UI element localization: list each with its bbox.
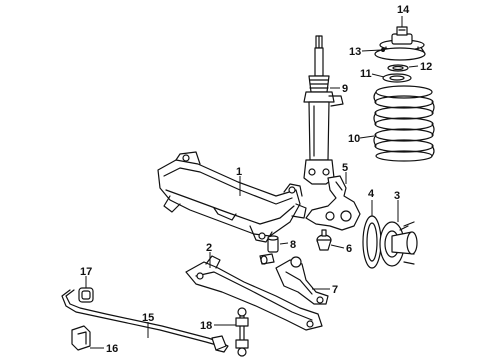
part-13-mount-plate <box>374 47 426 61</box>
callout-17: 17 <box>80 266 92 278</box>
callout-16: 16 <box>106 343 118 355</box>
callout-9: 9 <box>342 83 348 95</box>
part-16-bushing-bracket <box>71 325 91 351</box>
part-12-bearing <box>387 64 409 72</box>
callout-3: 3 <box>394 190 400 202</box>
callout-7: 7 <box>332 284 338 296</box>
part-18-stabilizer-link <box>235 307 249 357</box>
callout-18: 18 <box>200 320 212 332</box>
part-8-bushing <box>259 235 279 265</box>
part-6-ball-joint <box>316 229 332 251</box>
part-4-rotor <box>362 215 382 269</box>
part-11-spring-seat <box>382 73 412 83</box>
part-1-subframe <box>157 151 307 243</box>
callout-10: 10 <box>348 133 360 145</box>
callout-14: 14 <box>397 4 410 16</box>
callout-4: 4 <box>368 188 375 200</box>
part-15-stabilizer-bar <box>61 289 229 353</box>
part-17-stabilizer-bushing <box>78 287 94 303</box>
callout-1: 1 <box>236 166 242 178</box>
callout-2: 2 <box>206 242 212 254</box>
part-3-hub <box>379 221 418 267</box>
part-7-control-arm <box>275 256 329 305</box>
callout-5: 5 <box>342 162 348 174</box>
part-2-brace <box>185 255 323 331</box>
callout-15: 15 <box>142 312 154 324</box>
part-9-strut <box>303 35 344 185</box>
part-10-coil-spring <box>373 85 435 162</box>
callout-8: 8 <box>290 239 296 251</box>
callout-12: 12 <box>420 61 432 73</box>
callout-6: 6 <box>346 243 352 255</box>
part-5-knuckle <box>305 175 361 231</box>
callout-11: 11 <box>360 68 372 80</box>
callout-13: 13 <box>349 46 361 58</box>
